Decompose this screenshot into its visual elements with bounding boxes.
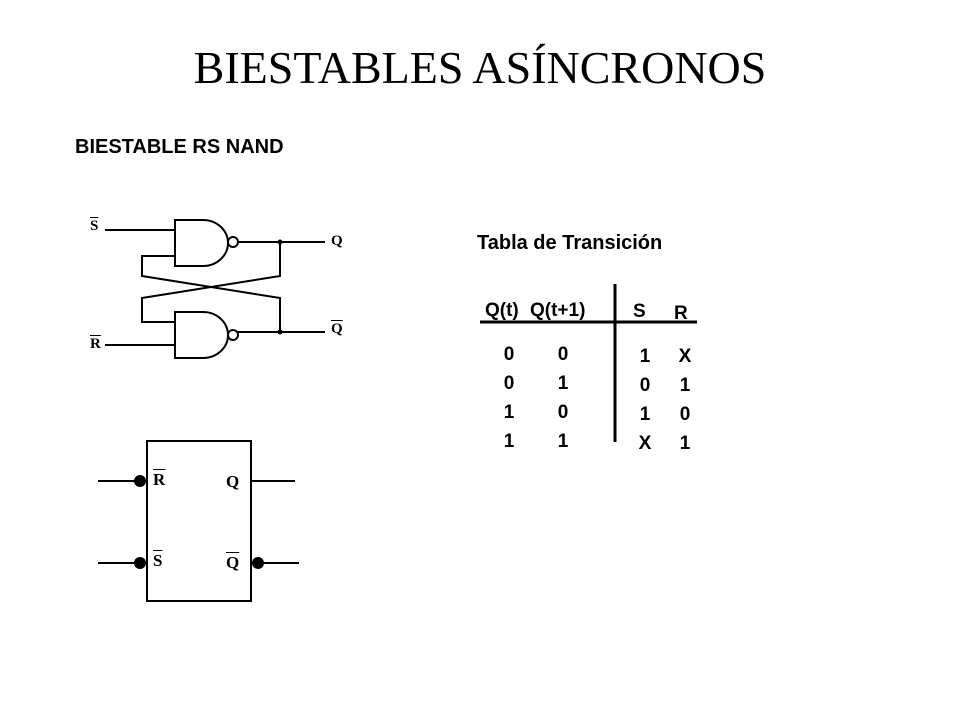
block-label-r: R (153, 470, 166, 489)
label-q-output: Q (331, 233, 343, 249)
junction-dot-q (277, 239, 283, 245)
table-cell: X (638, 433, 652, 454)
table-rules (480, 284, 697, 442)
table-cell: 0 (557, 402, 569, 423)
table-column-qt1: 0 1 0 1 (550, 340, 576, 456)
block-label-q: Q (226, 472, 240, 491)
block-body (146, 440, 252, 602)
table-header-qt1: Q(t+1) (530, 300, 586, 321)
slide-title: BIESTABLES ASÍNCRONOS (193, 42, 767, 93)
table-title: Tabla de Transición (477, 232, 663, 254)
table-column-r: X 1 0 1 (672, 342, 698, 458)
table-cell: 0 (503, 373, 515, 394)
table-cell: 1 (503, 402, 515, 423)
table-cell: 1 (639, 404, 651, 425)
label-qn-output: Q (331, 321, 343, 337)
block-label-qn: Q (226, 553, 240, 572)
table-header-s: S (633, 301, 646, 322)
pin-qn-bubble (252, 557, 264, 569)
junction-dot-qn (277, 329, 283, 335)
nand-latch-schematic (105, 219, 325, 359)
subtitle: BIESTABLE RS NAND (75, 136, 284, 158)
inverter-bubble-bottom (227, 329, 239, 341)
table-cell: 0 (503, 344, 515, 365)
rs-block-symbol (98, 440, 299, 602)
table-header-qt: Q(t) (485, 300, 519, 321)
pin-s-bubble (134, 557, 146, 569)
table-header-r: R (674, 303, 688, 324)
table-cell: 0 (639, 375, 651, 396)
nand-gate-bottom (174, 311, 229, 359)
table-cell: 1 (679, 375, 691, 396)
block-label-s: S (153, 551, 163, 570)
wire-feedback-qn (141, 255, 281, 332)
table-cell: X (678, 346, 692, 367)
nand-gate-top (174, 219, 229, 267)
wire-feedback-q (141, 242, 281, 323)
table-cell: 1 (639, 346, 651, 367)
table-cell: 1 (679, 433, 691, 454)
table-cell: 0 (557, 344, 569, 365)
table-cell: 1 (503, 431, 515, 452)
table-cell: 1 (557, 431, 569, 452)
table-column-qt: 0 0 1 1 (496, 340, 522, 456)
label-s-input: S (90, 218, 99, 234)
label-r-input: R (90, 336, 101, 352)
inverter-bubble-top (227, 236, 239, 248)
table-column-s: 1 0 1 X (632, 342, 658, 458)
pin-r-bubble (134, 475, 146, 487)
table-cell: 0 (679, 404, 691, 425)
table-cell: 1 (557, 373, 569, 394)
